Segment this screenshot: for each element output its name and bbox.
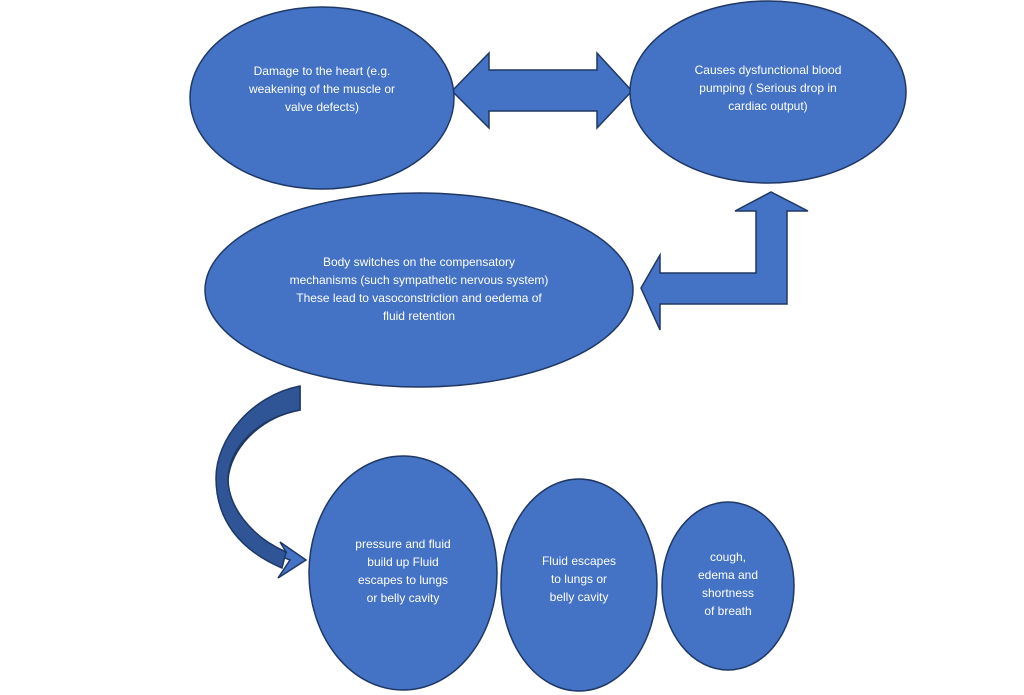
node-symptoms-line-1: cough,	[710, 550, 746, 564]
elbow-arrow-dysfunction-to-compensatory	[640, 191, 809, 331]
node-pressure-line-3: escapes to lungs	[358, 573, 448, 587]
node-compensatory-line-2: mechanisms (such sympathetic nervous sys…	[290, 273, 549, 287]
double-arrow-damage-dysfunction	[450, 51, 634, 130]
node-damage-line-1: Damage to the heart (e.g.	[254, 64, 391, 78]
node-symptoms-line-4: of breath	[704, 604, 751, 618]
node-pressure-line-1: pressure and fluid	[355, 537, 450, 551]
node-damage-line-3: valve defects)	[285, 100, 359, 114]
node-compensatory-line-1: Body switches on the compensatory	[323, 255, 515, 269]
node-pressure-line-2: build up Fluid	[367, 555, 438, 569]
node-symptoms: cough, edema and shortness of breath	[661, 501, 795, 671]
node-escapes-line-2: to lungs or	[551, 572, 607, 586]
node-compensatory-line-4: fluid retention	[383, 309, 455, 323]
node-dysfunction-line-3: cardiac output)	[728, 99, 807, 113]
node-pressure: pressure and fluid build up Fluid escape…	[308, 455, 498, 691]
node-dysfunction: Causes dysfunctional blood pumping ( Ser…	[629, 0, 907, 184]
node-compensatory: Body switches on the compensatory mechan…	[204, 192, 634, 388]
node-dysfunction-line-2: pumping ( Serious drop in	[699, 81, 836, 95]
node-pressure-line-4: or belly cavity	[367, 591, 440, 605]
node-escapes-line-3: belly cavity	[550, 590, 609, 604]
node-symptoms-line-3: shortness	[702, 586, 754, 600]
node-escapes-line-1: Fluid escapes	[542, 554, 616, 568]
node-dysfunction-line-1: Causes dysfunctional blood	[695, 63, 842, 77]
node-compensatory-line-3: These lead to vasoconstriction and oedem…	[296, 291, 542, 305]
node-damage: Damage to the heart (e.g. weakening of t…	[189, 6, 455, 190]
node-damage-line-2: weakening of the muscle or	[248, 82, 395, 96]
curved-arrow-inner-shade	[215, 385, 301, 570]
node-symptoms-line-2: edema and	[698, 568, 758, 582]
node-escapes: Fluid escapes to lungs or belly cavity	[500, 478, 658, 692]
